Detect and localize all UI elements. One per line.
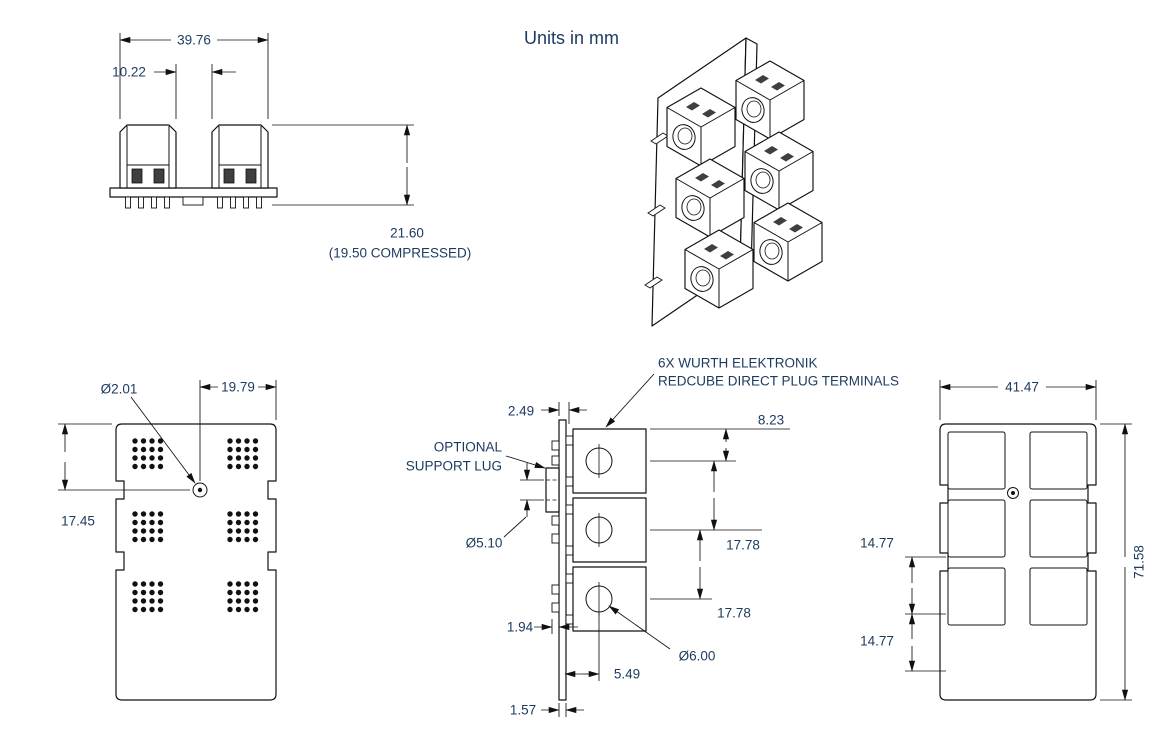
pcb-outline-top [115,423,277,701]
dim-text-lug-hole-dia: Ø5.10 [466,536,503,551]
dim-text-compressed-note: (19.50 COMPRESSED) [329,246,472,261]
mounting-hole [192,482,208,498]
dim-text-edge-offset: 2.49 [508,404,534,419]
dim-hole-dia: Ø2.01 [101,382,196,484]
dim-overall-height-back: 71.58 [1100,423,1147,701]
dim-text-assembly-height: 21.60 [390,226,424,241]
dim-hole-from-board: 5.49 [564,613,640,682]
dim-text-overall-width: 39.76 [177,33,211,48]
back-view: 41.47 71.58 14.77 14.77 [860,380,1147,701]
top-view: Ø2.01 19.79 17.45 [58,380,277,701]
dim-text-hole-from-right: 19.79 [221,380,255,395]
redcube-terminal-iso [666,87,736,167]
support-lug-edge [182,196,204,206]
dim-block-gap: 10.22 [112,64,236,119]
dim-hole-from-top: 17.45 [58,423,190,529]
dim-back-pitch-2: 14.77 [860,613,946,672]
dim-text-overall-width-back: 41.47 [1005,380,1039,395]
dim-text-hole-from-top: 17.45 [61,514,95,529]
dim-text-block-gap: 10.22 [112,65,146,80]
callout-support-lug: OPTIONAL SUPPORT LUG [406,440,546,474]
dim-text-board-thickness: 1.57 [510,703,536,718]
dim-back-pitch-1: 14.77 [860,536,946,615]
dim-pitch-2: 17.78 [650,529,751,621]
terminal-contact [153,168,165,184]
front-view: 39.76 10.22 21.60 (19.50 COMPRESSED) [109,33,472,261]
terminal-block-left [119,124,177,189]
dim-edge-offset: 2.49 [508,402,587,424]
dim-text-back-pitch-1: 14.77 [860,536,894,551]
redcube-terminal-iso [675,158,745,238]
isometric-view [644,37,823,327]
dim-pitch-1: 17.78 [650,460,762,553]
mounting-hole-back-center [1011,491,1015,495]
pcb-edge-outline [109,187,278,198]
callout-terminals-line2: REDCUBE DIRECT PLUG TERMINALS [658,374,899,389]
units-note: Units in mm [524,28,619,48]
dim-assembly-height: 21.60 (19.50 COMPRESSED) [272,124,472,261]
terminal-contact [131,168,143,184]
dim-hole-from-right: 19.79 [199,380,277,481]
dim-text-hole-from-board: 5.49 [614,667,640,682]
callout-terminals-line1: 6X WURTH ELEKTRONIK [658,356,818,371]
terminal-block-right [211,124,269,189]
callout-lug-line1: OPTIONAL [434,440,503,455]
dim-hole-from-top-side: 8.23 [650,413,790,462]
redcube-terminal-iso [684,229,754,309]
callout-lug-line2: SUPPORT LUG [406,459,502,474]
dim-overall-width: 39.76 [119,33,269,119]
terminal-block-right-detail [218,126,262,188]
mounting-hole-back [1007,487,1019,499]
redcube-terminal-iso [744,131,814,211]
dim-text-pitch-2: 17.78 [717,606,751,621]
dim-text-hole-from-top-side: 8.23 [758,413,784,428]
dim-text-pad-protrusion: 1.94 [507,620,534,635]
mounting-hole-center [197,487,203,493]
redcube-terminal-iso [753,202,823,282]
dim-text-pitch-1: 17.78 [726,538,760,553]
iso-edge-pad [647,204,666,217]
iso-edge-pad [644,276,663,289]
terminal-block-left-detail [126,126,170,188]
dim-overall-width-back: 41.47 [939,380,1097,420]
dim-text-hole-dia: Ø2.01 [101,382,138,397]
callout-terminals: 6X WURTH ELEKTRONIK REDCUBE DIRECT PLUG … [605,356,899,428]
terminal-tabs [565,435,574,625]
dim-text-terminal-hole-dia: Ø6.00 [679,649,716,664]
support-lug [545,467,560,513]
dim-text-back-pitch-2: 14.77 [860,634,894,649]
press-fit-pins [125,196,262,209]
terminal-contact [223,168,235,184]
side-view: 6X WURTH ELEKTRONIK REDCUBE DIRECT PLUG … [406,356,899,718]
support-lug-hidden-hole [546,479,559,501]
dim-pad-protrusion: 1.94 [507,619,578,635]
pin-hole-arrays [132,438,259,613]
terminal-contact [245,168,257,184]
pcb-outline-back [939,423,1097,701]
dim-board-thickness: 1.57 [510,703,584,718]
solder-pads [551,440,560,613]
dim-lug-hole-dia: Ø5.10 [466,463,544,551]
terminal-footprints [947,431,1088,626]
dim-text-overall-height-back: 71.58 [1132,545,1147,579]
pcb-side-outline [558,419,567,701]
iso-terminal-cubes [666,60,823,309]
dim-terminal-hole-dia: Ø6.00 [608,605,716,664]
